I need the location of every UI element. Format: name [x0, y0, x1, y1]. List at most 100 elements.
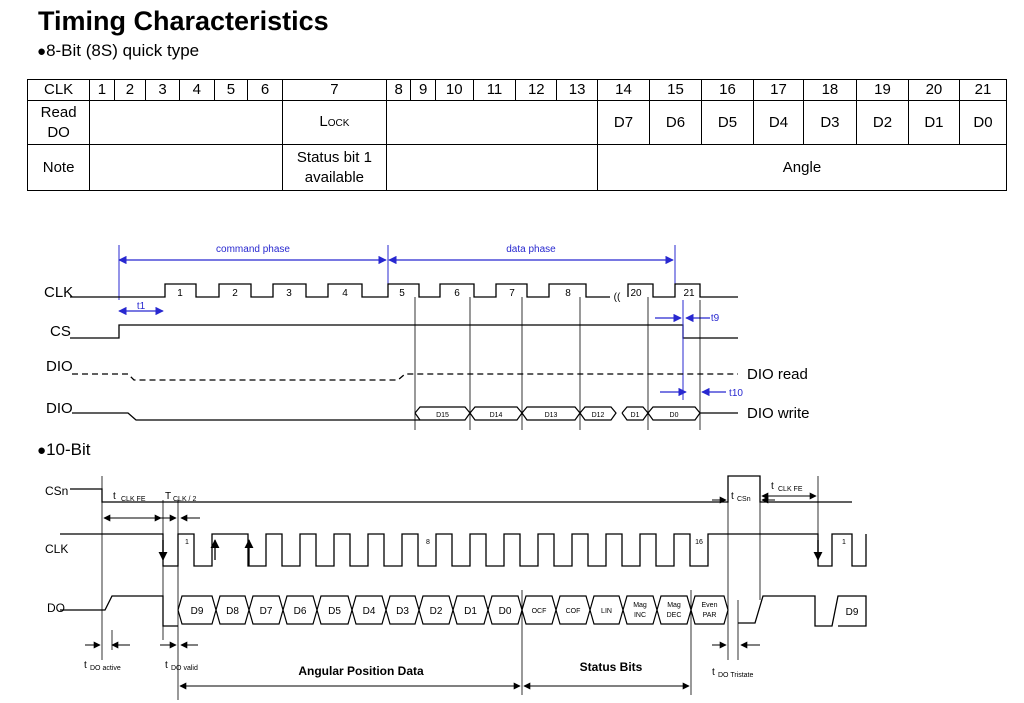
bullet-dot: ● [37, 442, 47, 459]
clk-pulse-label: 8 [426, 539, 430, 546]
data-bit-cell: D0 [958, 100, 1008, 145]
do-data-cell-label: D5 [328, 606, 341, 617]
header-clk-number: 10 [434, 79, 474, 101]
header-clk-number: 18 [802, 79, 857, 101]
clk-pulse-label: 7 [509, 288, 515, 299]
signal-csn-label: CSn [45, 484, 68, 498]
clk-pulse-label: 20 [630, 288, 642, 299]
note-label: Note [26, 144, 91, 191]
dio-read-label: DIO read [747, 366, 808, 383]
do-data-cell-label: D8 [226, 606, 239, 617]
svg-text:DO active: DO active [90, 665, 121, 672]
dio-data-cell-label: D15 [436, 412, 449, 419]
svg-text:t: t [712, 667, 715, 678]
clk-pulse-label: 1 [177, 288, 183, 299]
svg-text:CLK FE: CLK FE [121, 496, 146, 503]
status-bit-cell-label: INC [634, 612, 646, 619]
clk-pulse-label: 2 [232, 288, 238, 299]
signal-do-label: DO [47, 601, 65, 615]
data-bit-cell: D6 [648, 100, 702, 145]
clk-pulse-label: 3 [286, 288, 292, 299]
status-bit-cell-label: LIN [601, 608, 612, 615]
data-bit-cell: D1 [907, 100, 960, 145]
empty-cell [385, 100, 598, 145]
data-phase-label: data phase [506, 244, 556, 255]
data-bit-cell: D3 [802, 100, 857, 145]
do-data-cell-label: D6 [294, 606, 307, 617]
empty-cell [385, 144, 598, 191]
angle-cell: Angle [596, 144, 1008, 191]
do-data-cell-label: D0 [499, 606, 512, 617]
header-clk-number: 19 [855, 79, 909, 101]
svg-text:DO valid: DO valid [171, 665, 198, 672]
bullet-dot: ● [37, 43, 47, 60]
status-bit-cell [690, 595, 729, 625]
t10-label: t10 [729, 388, 743, 399]
clk-break-mark: (( [614, 292, 621, 303]
svg-text:CLK / 2: CLK / 2 [173, 496, 196, 503]
status-bit-cell-label: COF [566, 608, 581, 615]
svg-text:T: T [165, 491, 171, 502]
header-clk-number: 16 [700, 79, 754, 101]
section-heading-10bit: ●10-Bit [37, 440, 90, 460]
svg-text:CLK FE: CLK FE [778, 486, 803, 493]
read-do-label: Read DO [26, 100, 91, 145]
svg-text:t: t [731, 491, 734, 502]
clk-pulse-label: 1 [185, 539, 189, 546]
empty-cell [89, 144, 283, 191]
do-data-cell-label: D9 [191, 606, 204, 617]
status-bit-cell-label: Mag [667, 602, 681, 609]
status-bit-cell-label: Mag [633, 602, 647, 609]
dio-data-cell [579, 406, 617, 421]
header-clk-number: 15 [648, 79, 702, 101]
clk-pulse-labels-10bit: 1 8 16 1 [185, 539, 846, 546]
do-data-cell-label: D7 [260, 606, 273, 617]
do-tail-d9: D9 [846, 607, 859, 618]
header-clk-label: CLK [26, 79, 91, 101]
data-bit-cell: D2 [855, 100, 909, 145]
clk-pulse-label: 16 [695, 539, 703, 546]
clk-waveform [60, 533, 867, 567]
section-heading-8bit: ●8-Bit (8S) quick type [37, 41, 199, 61]
angular-position-data-label: Angular Position Data [298, 664, 424, 678]
status-bit-cell [622, 595, 658, 625]
lock-cell: LOCK [281, 100, 387, 145]
do-data-cell-label: D4 [363, 606, 376, 617]
status-bits-label: Status Bits [580, 660, 643, 674]
status-bit-cell-label: DEC [667, 612, 682, 619]
svg-text:DO Tristate: DO Tristate [718, 672, 754, 679]
do-data-cell-label: D2 [430, 606, 443, 617]
t9-label: t9 [711, 313, 720, 324]
signal-dio-read-label: DIO [46, 358, 73, 375]
dio-data-cell-label: D0 [670, 412, 679, 419]
dio-data-cell-label: D1 [631, 412, 640, 419]
section-heading-8bit-text: 8-Bit (8S) quick type [46, 41, 200, 60]
clk-pulse-label: 8 [565, 288, 571, 299]
svg-text:t: t [165, 660, 168, 671]
lock-text: L [319, 112, 328, 130]
clk-pulse-label: 21 [683, 288, 695, 299]
lock-subscript: OCK [327, 117, 350, 129]
signal-clk-label: CLK [44, 284, 73, 301]
header-clk-number: 12 [515, 79, 558, 101]
table-row-note: Note Status bit 1 available Angle [26, 144, 1008, 191]
clk-pulse-label: 1 [842, 539, 846, 546]
signal-cs-label: CS [50, 323, 71, 340]
command-phase-label: command phase [216, 244, 290, 255]
dio-write-label: DIO write [747, 405, 810, 422]
status-bit-cell-label: PAR [703, 612, 717, 619]
signal-clk-label: CLK [45, 542, 68, 556]
header-clk-number: 11 [472, 79, 517, 101]
dio-data-cell-label: D14 [490, 412, 503, 419]
page-title: Timing Characteristics [38, 6, 329, 36]
dio-data-cell-label: D12 [592, 412, 605, 419]
